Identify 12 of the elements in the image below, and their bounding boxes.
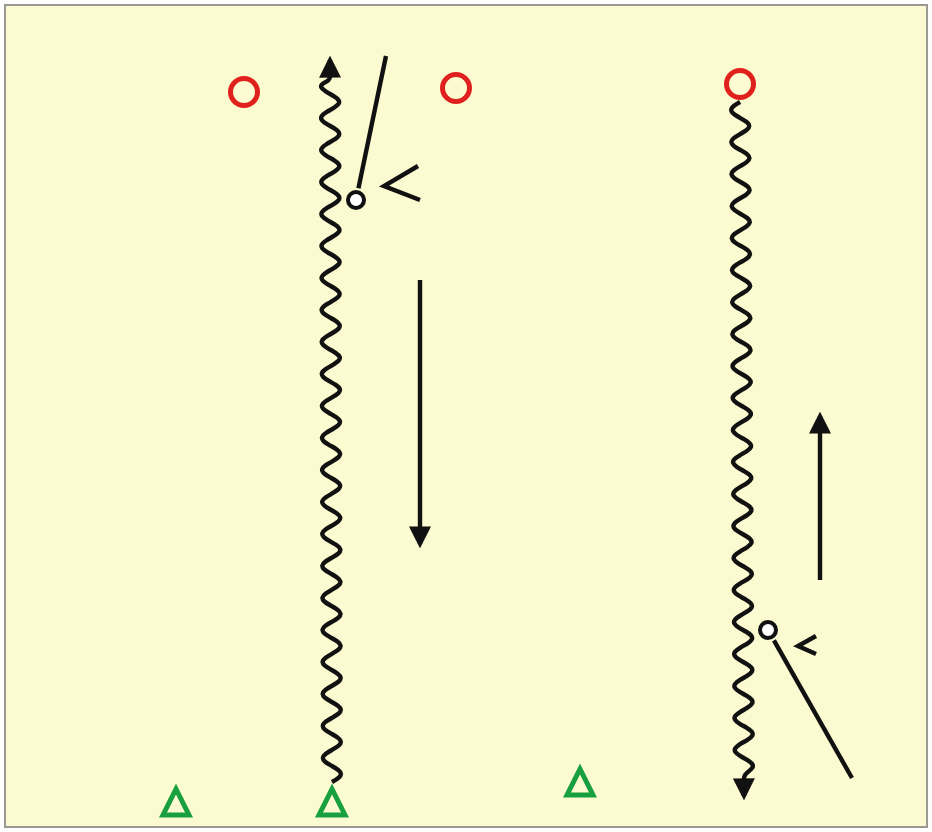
triangle-marker [314,784,350,820]
run-path [356,55,389,189]
triangle-marker [562,764,598,800]
cone-circle [440,72,472,104]
cone-circle [228,76,260,108]
dribble-path [319,55,344,784]
ball-circle [758,620,778,640]
dribble-path [728,100,755,801]
run-path [772,639,854,780]
ball-circle [346,190,366,210]
triangle-marker [158,784,194,820]
cone-circle [724,68,756,100]
